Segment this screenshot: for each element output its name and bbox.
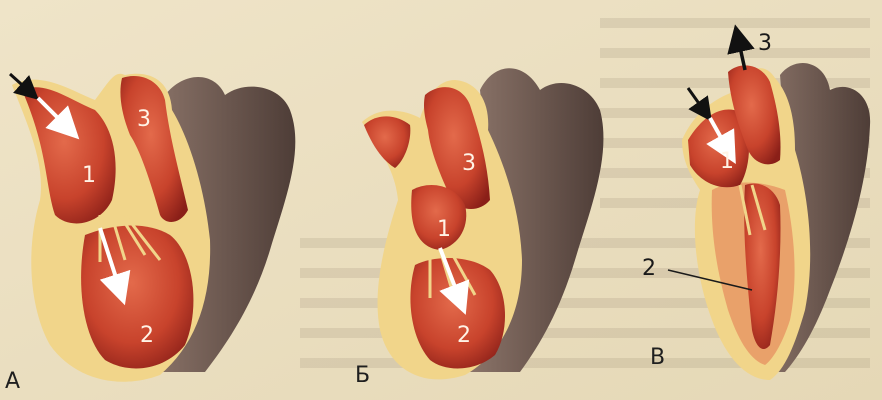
panel-letter-c: В xyxy=(650,345,665,370)
panel-letter-b: Б xyxy=(355,363,370,388)
panel-letter-a: А xyxy=(5,369,20,394)
ventricle-a xyxy=(81,226,193,369)
label-1-a: 1 xyxy=(82,163,96,188)
label-1-c: 1 xyxy=(720,149,734,174)
label-3-a: 3 xyxy=(137,107,151,132)
label-3-b: 3 xyxy=(462,151,476,176)
ventricle-b xyxy=(410,258,505,368)
label-2-c: 2 xyxy=(642,256,656,281)
label-3-c: 3 xyxy=(758,31,772,56)
label-2-a: 2 xyxy=(140,323,154,348)
label-2-b: 2 xyxy=(457,323,471,348)
label-1-b: 1 xyxy=(437,217,451,242)
